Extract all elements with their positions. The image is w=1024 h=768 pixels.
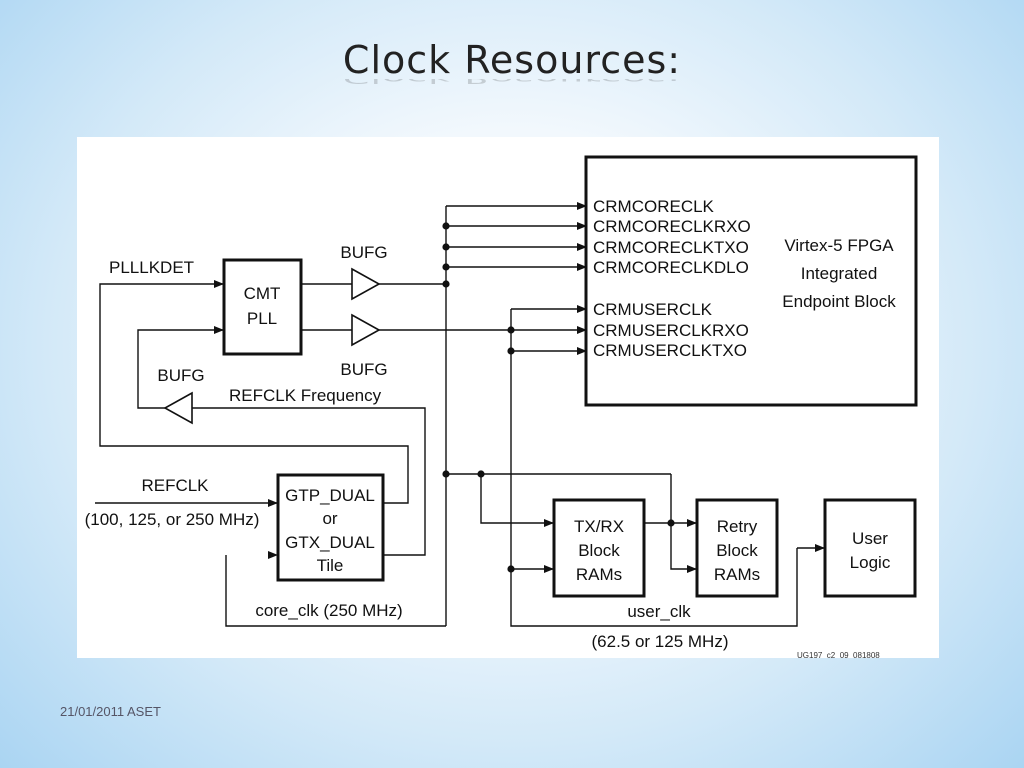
pll-label: PLL	[247, 309, 277, 328]
port-crmuserclk: CRMUSERCLK	[593, 300, 713, 319]
txrx-label-line3: RAMs	[576, 565, 622, 584]
fpga-label-line1: Virtex-5 FPGA	[784, 236, 894, 255]
core-clk-label: core_clk (250 MHz)	[255, 601, 402, 620]
fpga-endpoint-block	[584, 155, 918, 407]
port-crmcoreclktxo: CRMCORECLKTXO	[593, 238, 749, 257]
bufg-top-icon	[351, 267, 381, 301]
arrowheads	[214, 280, 825, 573]
txrx-label-line2: Block	[578, 541, 620, 560]
user-clk-values-label: (62.5 or 125 MHz)	[592, 632, 729, 651]
retry-block-rams	[695, 498, 779, 598]
refclk-label: REFCLK	[141, 476, 209, 495]
bufg-left-label: BUFG	[157, 366, 204, 385]
txrx-block-rams	[552, 498, 646, 598]
port-crmcoreclk: CRMCORECLK	[593, 197, 715, 216]
port-crmcoreclkdlo: CRMCORECLKDLO	[593, 258, 749, 277]
gtp-label-line2: or	[322, 509, 337, 528]
slide-footer: 21/01/2011 ASET	[60, 704, 161, 719]
gtp-dual-tile-block	[276, 473, 385, 582]
fpga-label-line3: Endpoint Block	[782, 292, 896, 311]
bufg-mid-label: BUFG	[340, 360, 387, 379]
gtp-label-line1: GTP_DUAL	[285, 486, 375, 505]
plllkdet-label: PLLLKDET	[109, 258, 194, 277]
retry-label-line3: RAMs	[714, 565, 760, 584]
slide-title: Clock Resources:	[342, 38, 682, 82]
gtp-label-line4: Tile	[317, 556, 344, 575]
figure-id-label: UG197_c2_09_081808	[797, 651, 880, 658]
bufg-top-label: BUFG	[340, 243, 387, 262]
user-logic-label-line2: Logic	[850, 553, 891, 572]
slide-title-reflection: Clock Resources:	[0, 79, 1024, 86]
txrx-label-line1: TX/RX	[574, 517, 624, 536]
fpga-label-line2: Integrated	[801, 264, 878, 283]
junction-dots	[442, 222, 675, 573]
bufg-mid-icon	[351, 313, 381, 347]
refclk-frequency-label: REFCLK Frequency	[229, 386, 382, 405]
retry-label-line1: Retry	[717, 517, 758, 536]
user-logic-label-line1: User	[852, 529, 888, 548]
refclk-values-label: (100, 125, or 250 MHz)	[85, 510, 260, 529]
cmt-label: CMT	[244, 284, 281, 303]
port-crmcoreclkrxo: CRMCORECLKRXO	[593, 217, 751, 236]
user-clk-label: user_clk	[627, 602, 691, 621]
gtp-label-line3: GTX_DUAL	[285, 533, 375, 552]
cmt-pll-block	[222, 258, 303, 356]
retry-label-line2: Block	[716, 541, 758, 560]
user-logic-block	[823, 498, 917, 598]
clock-diagram: CRMCORECLK CRMCORECLKRXO CRMCORECLKTXO C…	[77, 137, 939, 658]
port-crmuserclkrxo: CRMUSERCLKRXO	[593, 321, 749, 340]
bufg-left-icon	[163, 391, 193, 425]
port-crmuserclktxo: CRMUSERCLKTXO	[593, 341, 747, 360]
